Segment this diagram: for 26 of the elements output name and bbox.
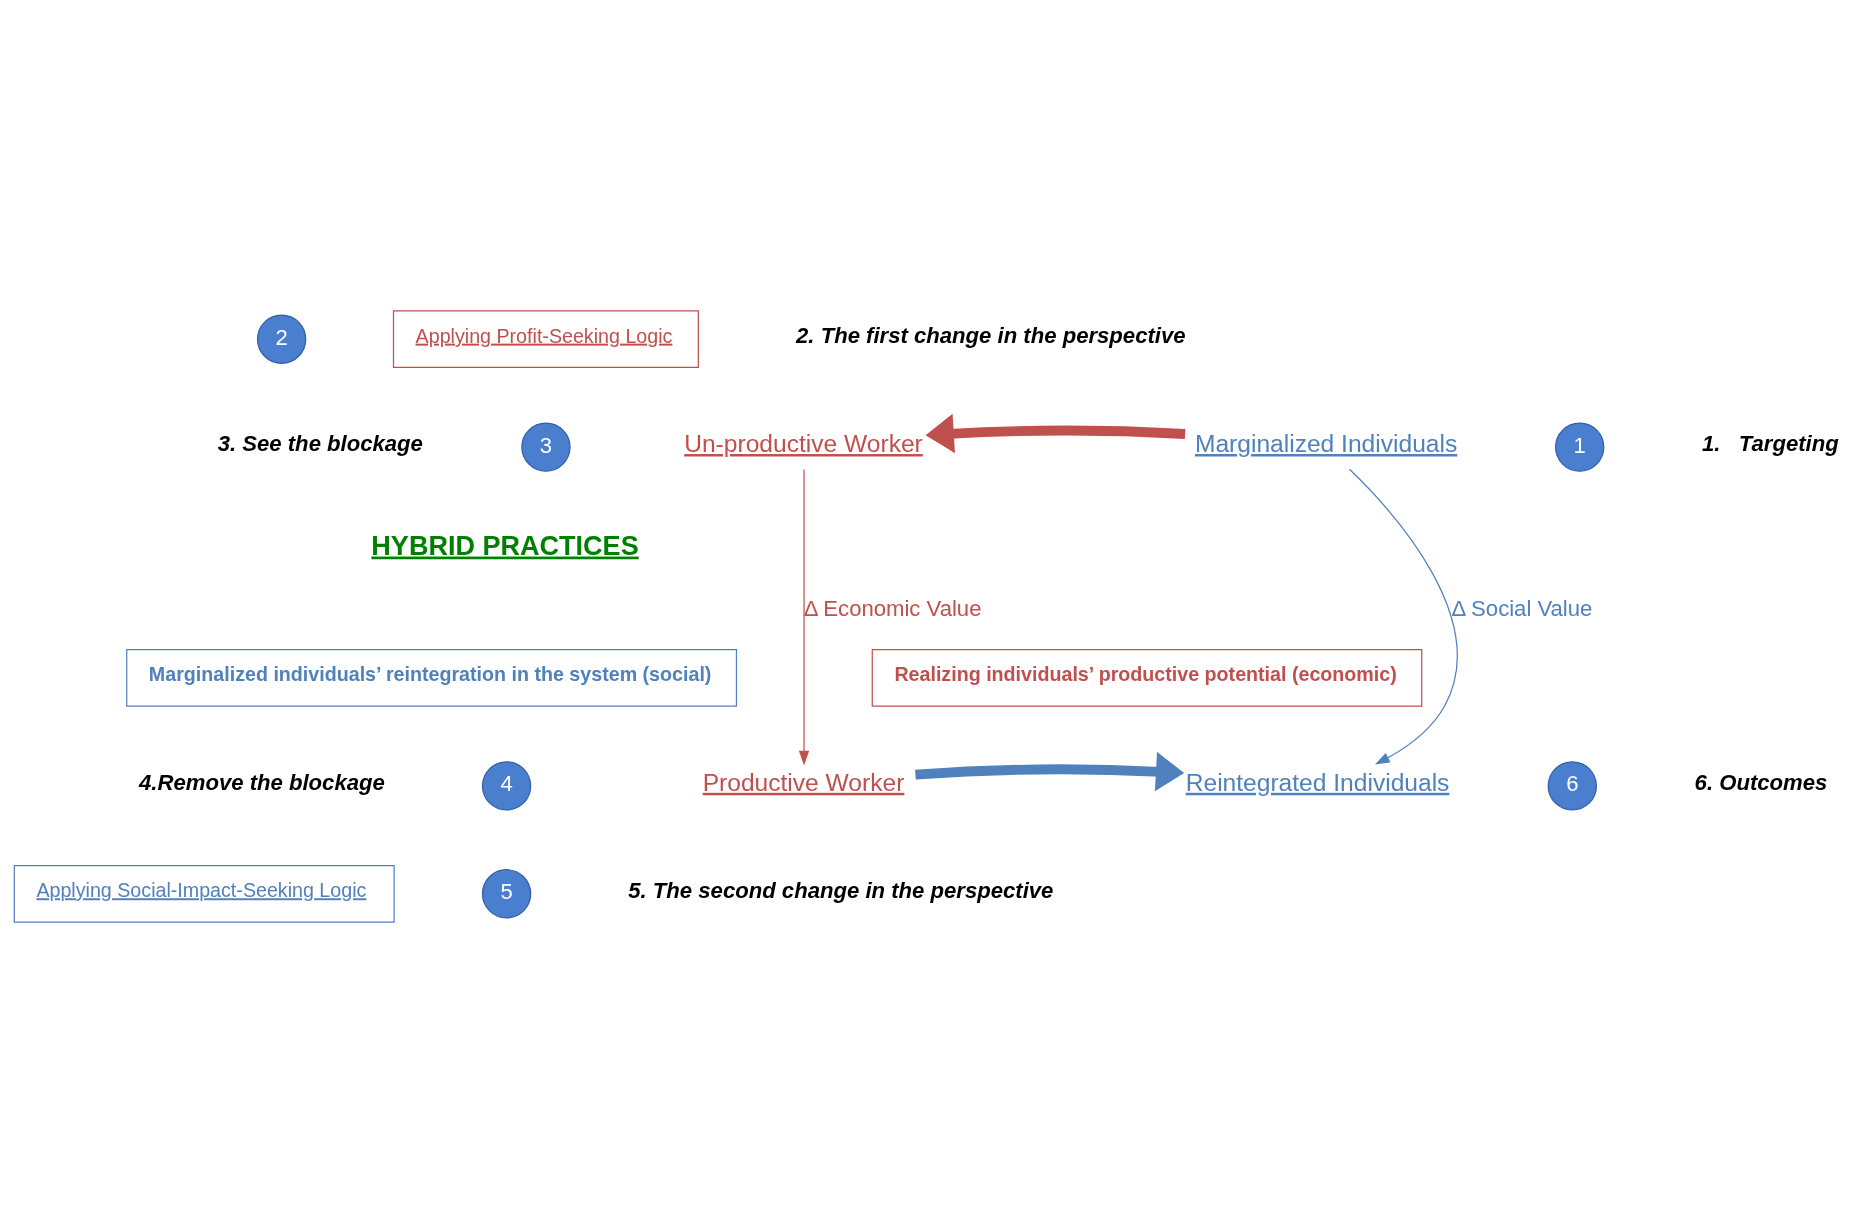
- label: 2. The first change in the perspective: [796, 322, 1186, 348]
- label: 6. Outcomes: [1694, 769, 1828, 795]
- arrow: [798, 468, 810, 765]
- arrow: [925, 413, 1186, 453]
- node-box: Realizing individuals’ productive potential (economic): [871, 648, 1423, 707]
- label: 5. The second change in the perspective: [628, 877, 1054, 903]
- node-circle: 2: [256, 314, 307, 364]
- node-box: Applying Profit-Seeking Logic: [392, 309, 699, 368]
- node-circle: 5: [481, 868, 532, 918]
- node-circle: 6: [1547, 760, 1597, 811]
- node-text: Un-productive Worker: [684, 429, 923, 457]
- label: 4.Remove the blockage: [139, 769, 385, 795]
- label: 1. Targeting: [1701, 430, 1839, 456]
- label: 3. See the blockage: [217, 430, 423, 456]
- node-text: Reintegrated Individuals: [1185, 768, 1450, 796]
- arrow: [915, 751, 1185, 791]
- edge-label: Δ Social Value: [1451, 595, 1593, 621]
- node-circle: 4: [481, 760, 532, 811]
- node-circle: 3: [521, 421, 571, 472]
- node-box: Applying Social-Impact-Seeking Logic: [13, 864, 395, 923]
- label: HYBRID PRACTICES: [371, 530, 639, 561]
- node-box: Marginalized individuals’ reintegration in the system (social): [126, 648, 738, 707]
- arrow: [1348, 468, 1458, 764]
- node-text: Marginalized Individuals: [1194, 429, 1458, 457]
- node-circle: 1: [1554, 421, 1605, 472]
- node-text: Productive Worker: [702, 768, 905, 796]
